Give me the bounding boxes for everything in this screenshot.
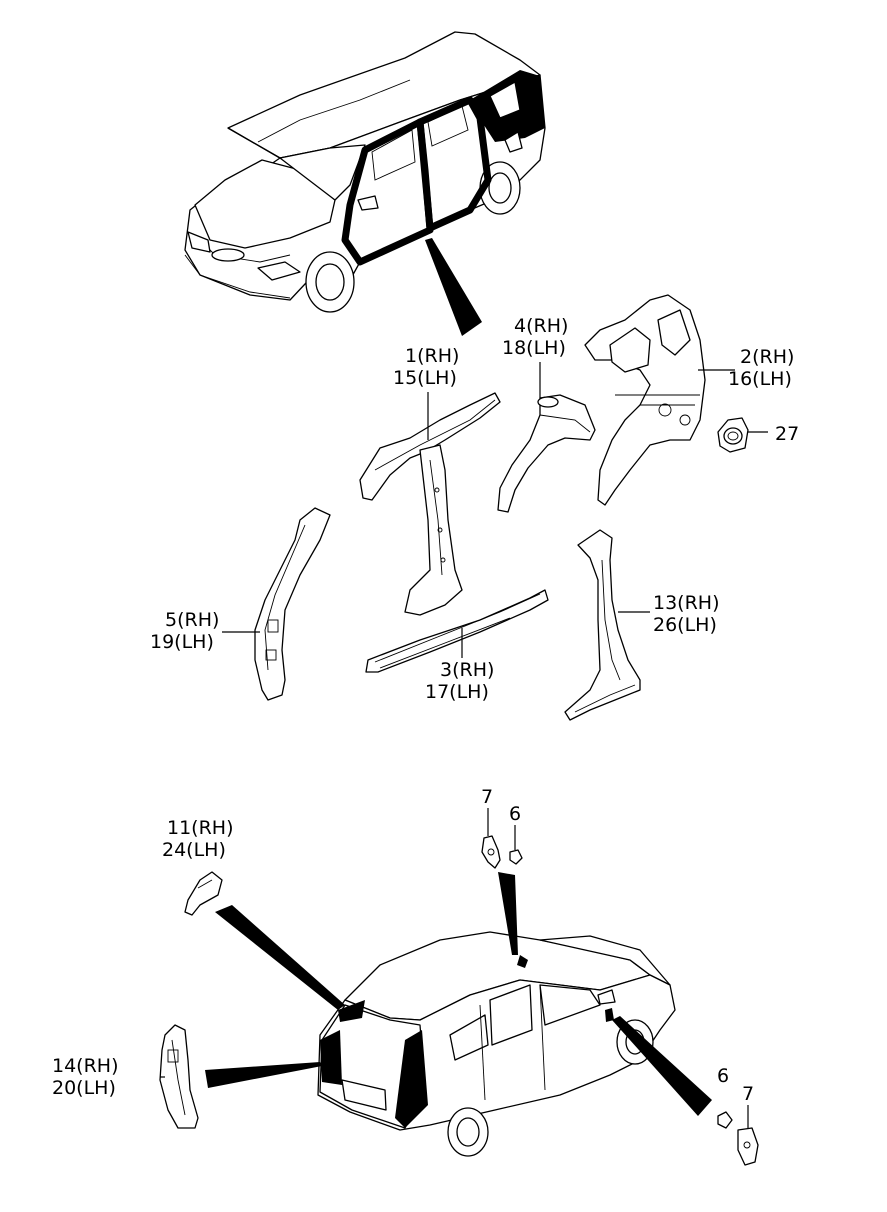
label-part-5-rh: 5(RH): [165, 609, 219, 631]
label-part-19-lh: 19(LH): [150, 631, 214, 653]
part-nut-6-bottom: [717, 1111, 733, 1129]
label-part-26-lh: 26(LH): [653, 614, 717, 636]
part-fuel-filler-housing: [717, 417, 749, 453]
label-part-24-lh: 24(LH): [162, 839, 226, 861]
part-bracket-7-top: [481, 835, 501, 869]
label-part-20-lh: 20(LH): [52, 1077, 116, 1099]
part-bracket-7-bottom: [737, 1127, 759, 1166]
bottom-vehicle-illustration: [205, 872, 712, 1157]
part-nut-6-top: [509, 849, 523, 865]
label-part-27: 27: [775, 423, 799, 445]
label-part-6-bottom: 6: [717, 1065, 729, 1087]
part-rear-corner-panel: [159, 1024, 199, 1129]
part-side-sill: [365, 589, 549, 673]
part-rear-wheel-house: [497, 394, 596, 513]
label-part-1-rh: 1(RH): [405, 345, 459, 367]
label-part-13-rh: 13(RH): [653, 592, 720, 614]
label-part-4-rh: 4(RH): [514, 315, 568, 337]
label-part-18-lh: 18(LH): [502, 337, 566, 359]
callout-labels: 1(RH) 15(LH) 4(RH) 18(LH) 2(RH) 16(LH) 2…: [52, 315, 799, 1105]
label-part-7-top: 7: [481, 786, 493, 808]
top-vehicle-illustration: [184, 31, 546, 336]
label-part-15-lh: 15(LH): [393, 367, 457, 389]
label-part-3-rh: 3(RH): [440, 659, 494, 681]
part-front-pillar: [359, 392, 501, 616]
part-bracket-11: [184, 871, 223, 916]
leader-lines: [160, 362, 768, 1128]
label-part-17-lh: 17(LH): [425, 681, 489, 703]
label-part-14-rh: 14(RH): [52, 1055, 119, 1077]
label-part-7-bottom: 7: [742, 1083, 754, 1105]
label-part-11-rh: 11(RH): [167, 817, 234, 839]
part-rear-pillar: [564, 529, 641, 721]
label-part-16-lh: 16(LH): [728, 368, 792, 390]
label-part-2-rh: 2(RH): [740, 346, 794, 368]
part-center-pillar: [254, 507, 331, 701]
part-quarter-inner-panel: [584, 294, 706, 506]
label-part-6-top: 6: [509, 803, 521, 825]
